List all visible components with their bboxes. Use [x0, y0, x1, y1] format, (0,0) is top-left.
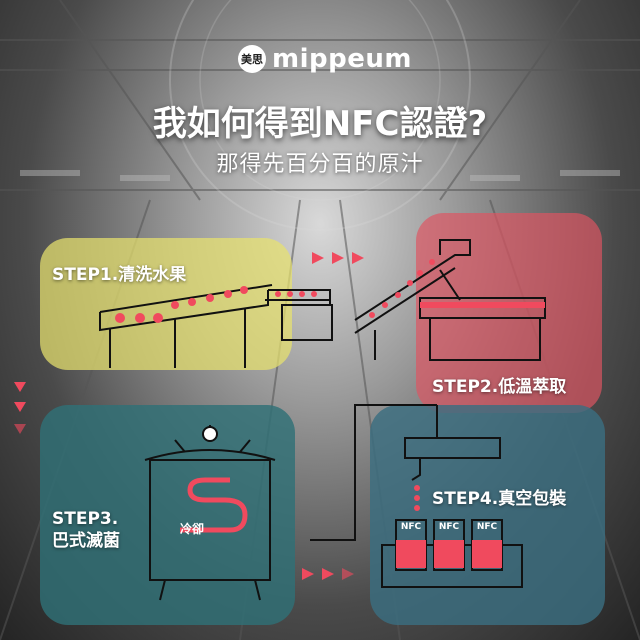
- step4-label: STEP4.真空包裝: [432, 489, 567, 509]
- page-subtitle: 那得先百分百的原汁: [216, 152, 424, 177]
- brand-logo: 美思 mippeum: [238, 44, 412, 74]
- logo-text: mippeum: [272, 44, 412, 74]
- page-title: 我如何得到NFC認證?: [152, 104, 488, 144]
- step3-panel: [40, 405, 295, 625]
- transfer-pipe: [310, 404, 437, 541]
- logo-mark: 美思: [238, 45, 266, 73]
- cooling-label: 冷卻: [180, 522, 205, 536]
- nfc-bottle-3: NFC: [476, 522, 498, 532]
- step3-label-line1: STEP3.: [52, 509, 119, 529]
- nfc-bottle-2: NFC: [438, 522, 460, 532]
- filler-head: [404, 437, 501, 459]
- nfc-bottle-1: NFC: [400, 522, 422, 532]
- cooling-coil: [180, 477, 248, 533]
- pasteurizer-tank: [149, 459, 271, 581]
- step2-label: STEP2.低溫萃取: [432, 377, 567, 397]
- step3-label-line2: 巴式滅菌: [52, 531, 120, 551]
- step2-panel: [416, 213, 602, 413]
- flow-arrows: [14, 252, 364, 580]
- step1-label: STEP1.清洗水果: [52, 265, 187, 285]
- step1-panel: [40, 238, 292, 370]
- wash-tank: [281, 304, 333, 341]
- press-machine: [419, 297, 546, 319]
- washer-belt: [99, 290, 269, 332]
- step4-panel: [370, 405, 605, 625]
- step3-label: STEP3. 巴式滅菌: [52, 508, 120, 552]
